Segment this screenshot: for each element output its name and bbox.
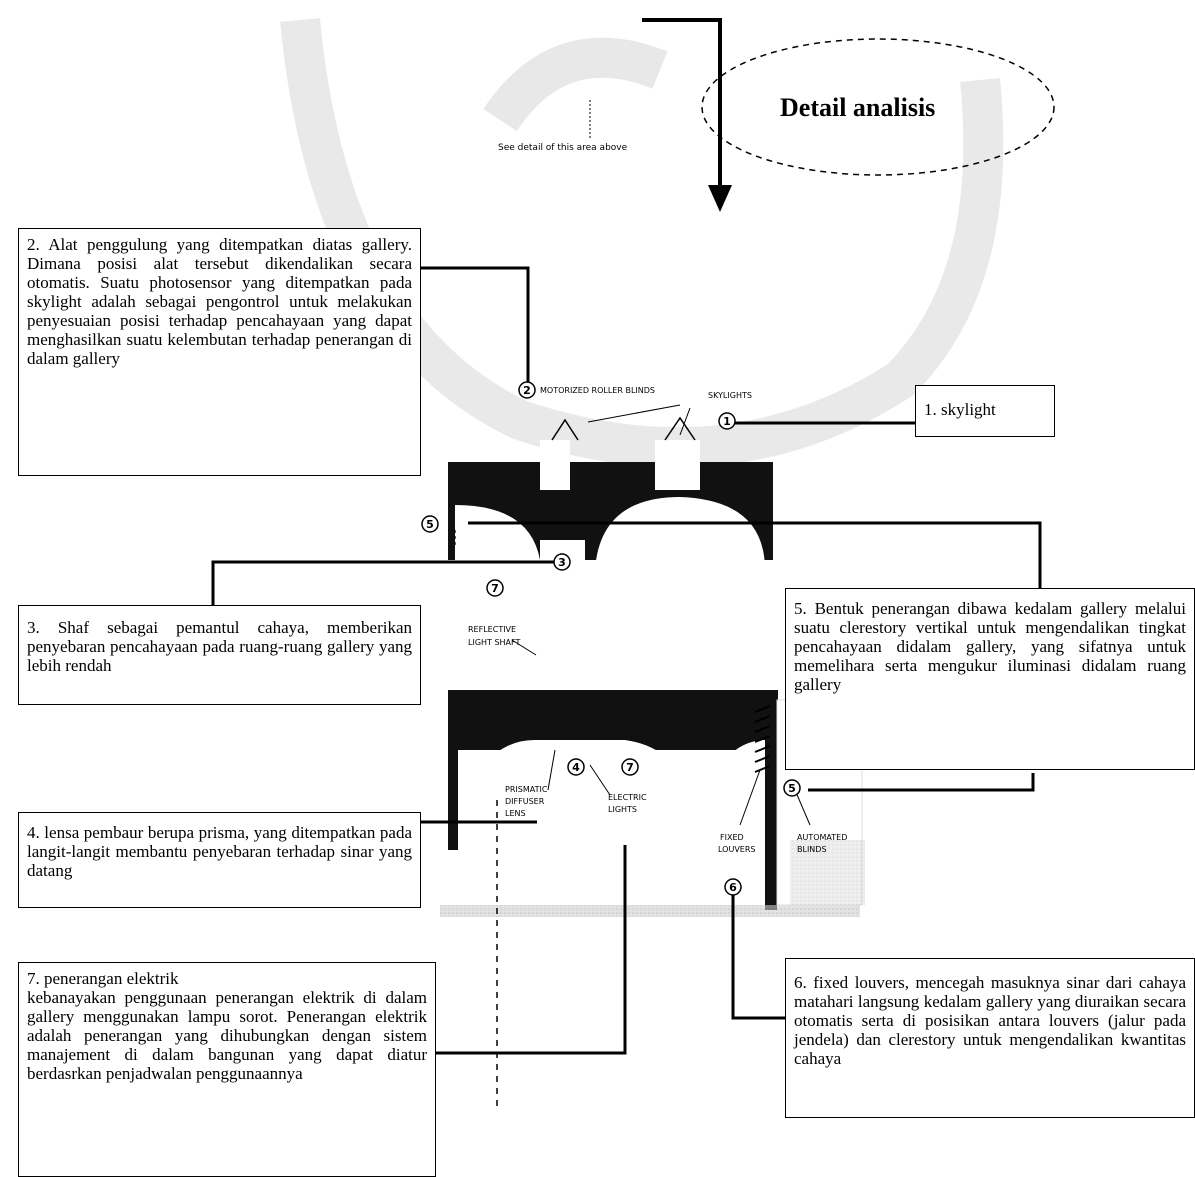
leader-lines [211, 100, 1042, 1110]
marker-7b-circle [621, 758, 639, 776]
label-prismatic: PRISMATIC [505, 785, 548, 794]
connector-6 [731, 895, 785, 1020]
note-box-6: 6. fixed louvers, mencegah masuknya sina… [785, 958, 1195, 1118]
marker-5a: 5 [426, 518, 434, 531]
marker-1: 1 [723, 415, 731, 428]
label-electric: ELECTRIC [608, 793, 647, 802]
marker-5b: 5 [788, 782, 796, 795]
connector-2 [420, 266, 530, 385]
marker-3-circle [553, 553, 571, 571]
column-right [765, 700, 777, 910]
ground [440, 905, 860, 917]
column-left [448, 690, 458, 850]
label-fixed: FIXED [720, 833, 744, 842]
marker-1-circle [718, 412, 736, 430]
label-motorized-roller-blinds: MOTORIZED ROLLER BLINDS [540, 386, 655, 395]
marker-2: 2 [523, 384, 531, 397]
marker-4: 4 [572, 761, 580, 774]
lower-vault-right [700, 740, 780, 900]
note-box-7: 7. penerangan elektrik kebanayakan pengg… [18, 962, 436, 1177]
note-6-text: 6. fixed louvers, mencegah masuknya sina… [794, 973, 1186, 1068]
connector-5b [808, 773, 1035, 792]
label-blinds: BLINDS [797, 845, 827, 854]
marker-5a-circle [421, 515, 439, 533]
detail-ellipse [701, 38, 1055, 176]
marker-6-circle [724, 878, 742, 896]
marker-2-circle [518, 381, 536, 399]
note-4-text: 4. lensa pembaur berupa prisma, yang dit… [27, 823, 412, 880]
marker-7a: 7 [491, 582, 499, 595]
marker-5b-circle [783, 779, 801, 797]
label-reflective: REFLECTIVE [468, 625, 516, 634]
label-louvers: LOUVERS [718, 845, 756, 854]
label-automated: AUTOMATED [797, 833, 847, 842]
marker-4-circle [567, 758, 585, 776]
note-7-title: 7. penerangan elektrik [27, 969, 179, 988]
skylight-glazing-right [664, 416, 696, 441]
connector-5 [468, 521, 1042, 590]
marker-7a-circle [486, 579, 504, 597]
label-lens: LENS [505, 809, 526, 818]
marker-6: 6 [729, 881, 737, 894]
note-2-text: 2. Alat penggulung yang ditempatkan diat… [27, 235, 412, 368]
connector-3 [211, 560, 555, 605]
note-box-2: 2. Alat penggulung yang ditempatkan diat… [18, 228, 421, 476]
note-7-body: kebanayakan penggunaan penerangan elektr… [27, 988, 427, 1083]
note-3-text: 3. Shaf sebagai pemantul cahaya, memberi… [27, 618, 412, 675]
note-box-4: 4. lensa pembaur berupa prisma, yang dit… [18, 812, 421, 908]
detail-arrow [642, 18, 722, 190]
upper-vault [595, 497, 765, 700]
note-5-text: 5. Bentuk penerangan dibawa kedalam gall… [794, 599, 1186, 694]
note-box-1: 1. skylight [915, 385, 1055, 437]
label-lights: LIGHTS [608, 805, 637, 814]
left-arch [455, 505, 540, 560]
detail-arrow-head [708, 185, 732, 212]
skylight-glazing-left [551, 418, 579, 441]
label-light-shaft: LIGHT SHAFT [468, 638, 520, 647]
marker-7b: 7 [626, 761, 634, 774]
see-detail-note: See detail of this area above [498, 143, 628, 153]
label-diffuser: DIFFUSER [505, 797, 545, 806]
fixed-louvers [754, 705, 771, 773]
detail-title: Detail analisis [780, 93, 935, 122]
note-box-5: 5. Bentuk penerangan dibawa kedalam gall… [785, 588, 1195, 770]
lower-vault-left [455, 740, 678, 900]
skylight-opening-left [540, 440, 570, 490]
marker-3: 3 [558, 556, 566, 569]
right-exterior-fill [790, 840, 865, 905]
note-1-text: 1. skylight [924, 400, 996, 419]
note-box-3: 3. Shaf sebagai pemantul cahaya, memberi… [18, 605, 421, 705]
skylight-opening-right [655, 440, 700, 490]
connector-7 [435, 845, 627, 1055]
label-skylights: SKYLIGHTS [708, 391, 752, 400]
